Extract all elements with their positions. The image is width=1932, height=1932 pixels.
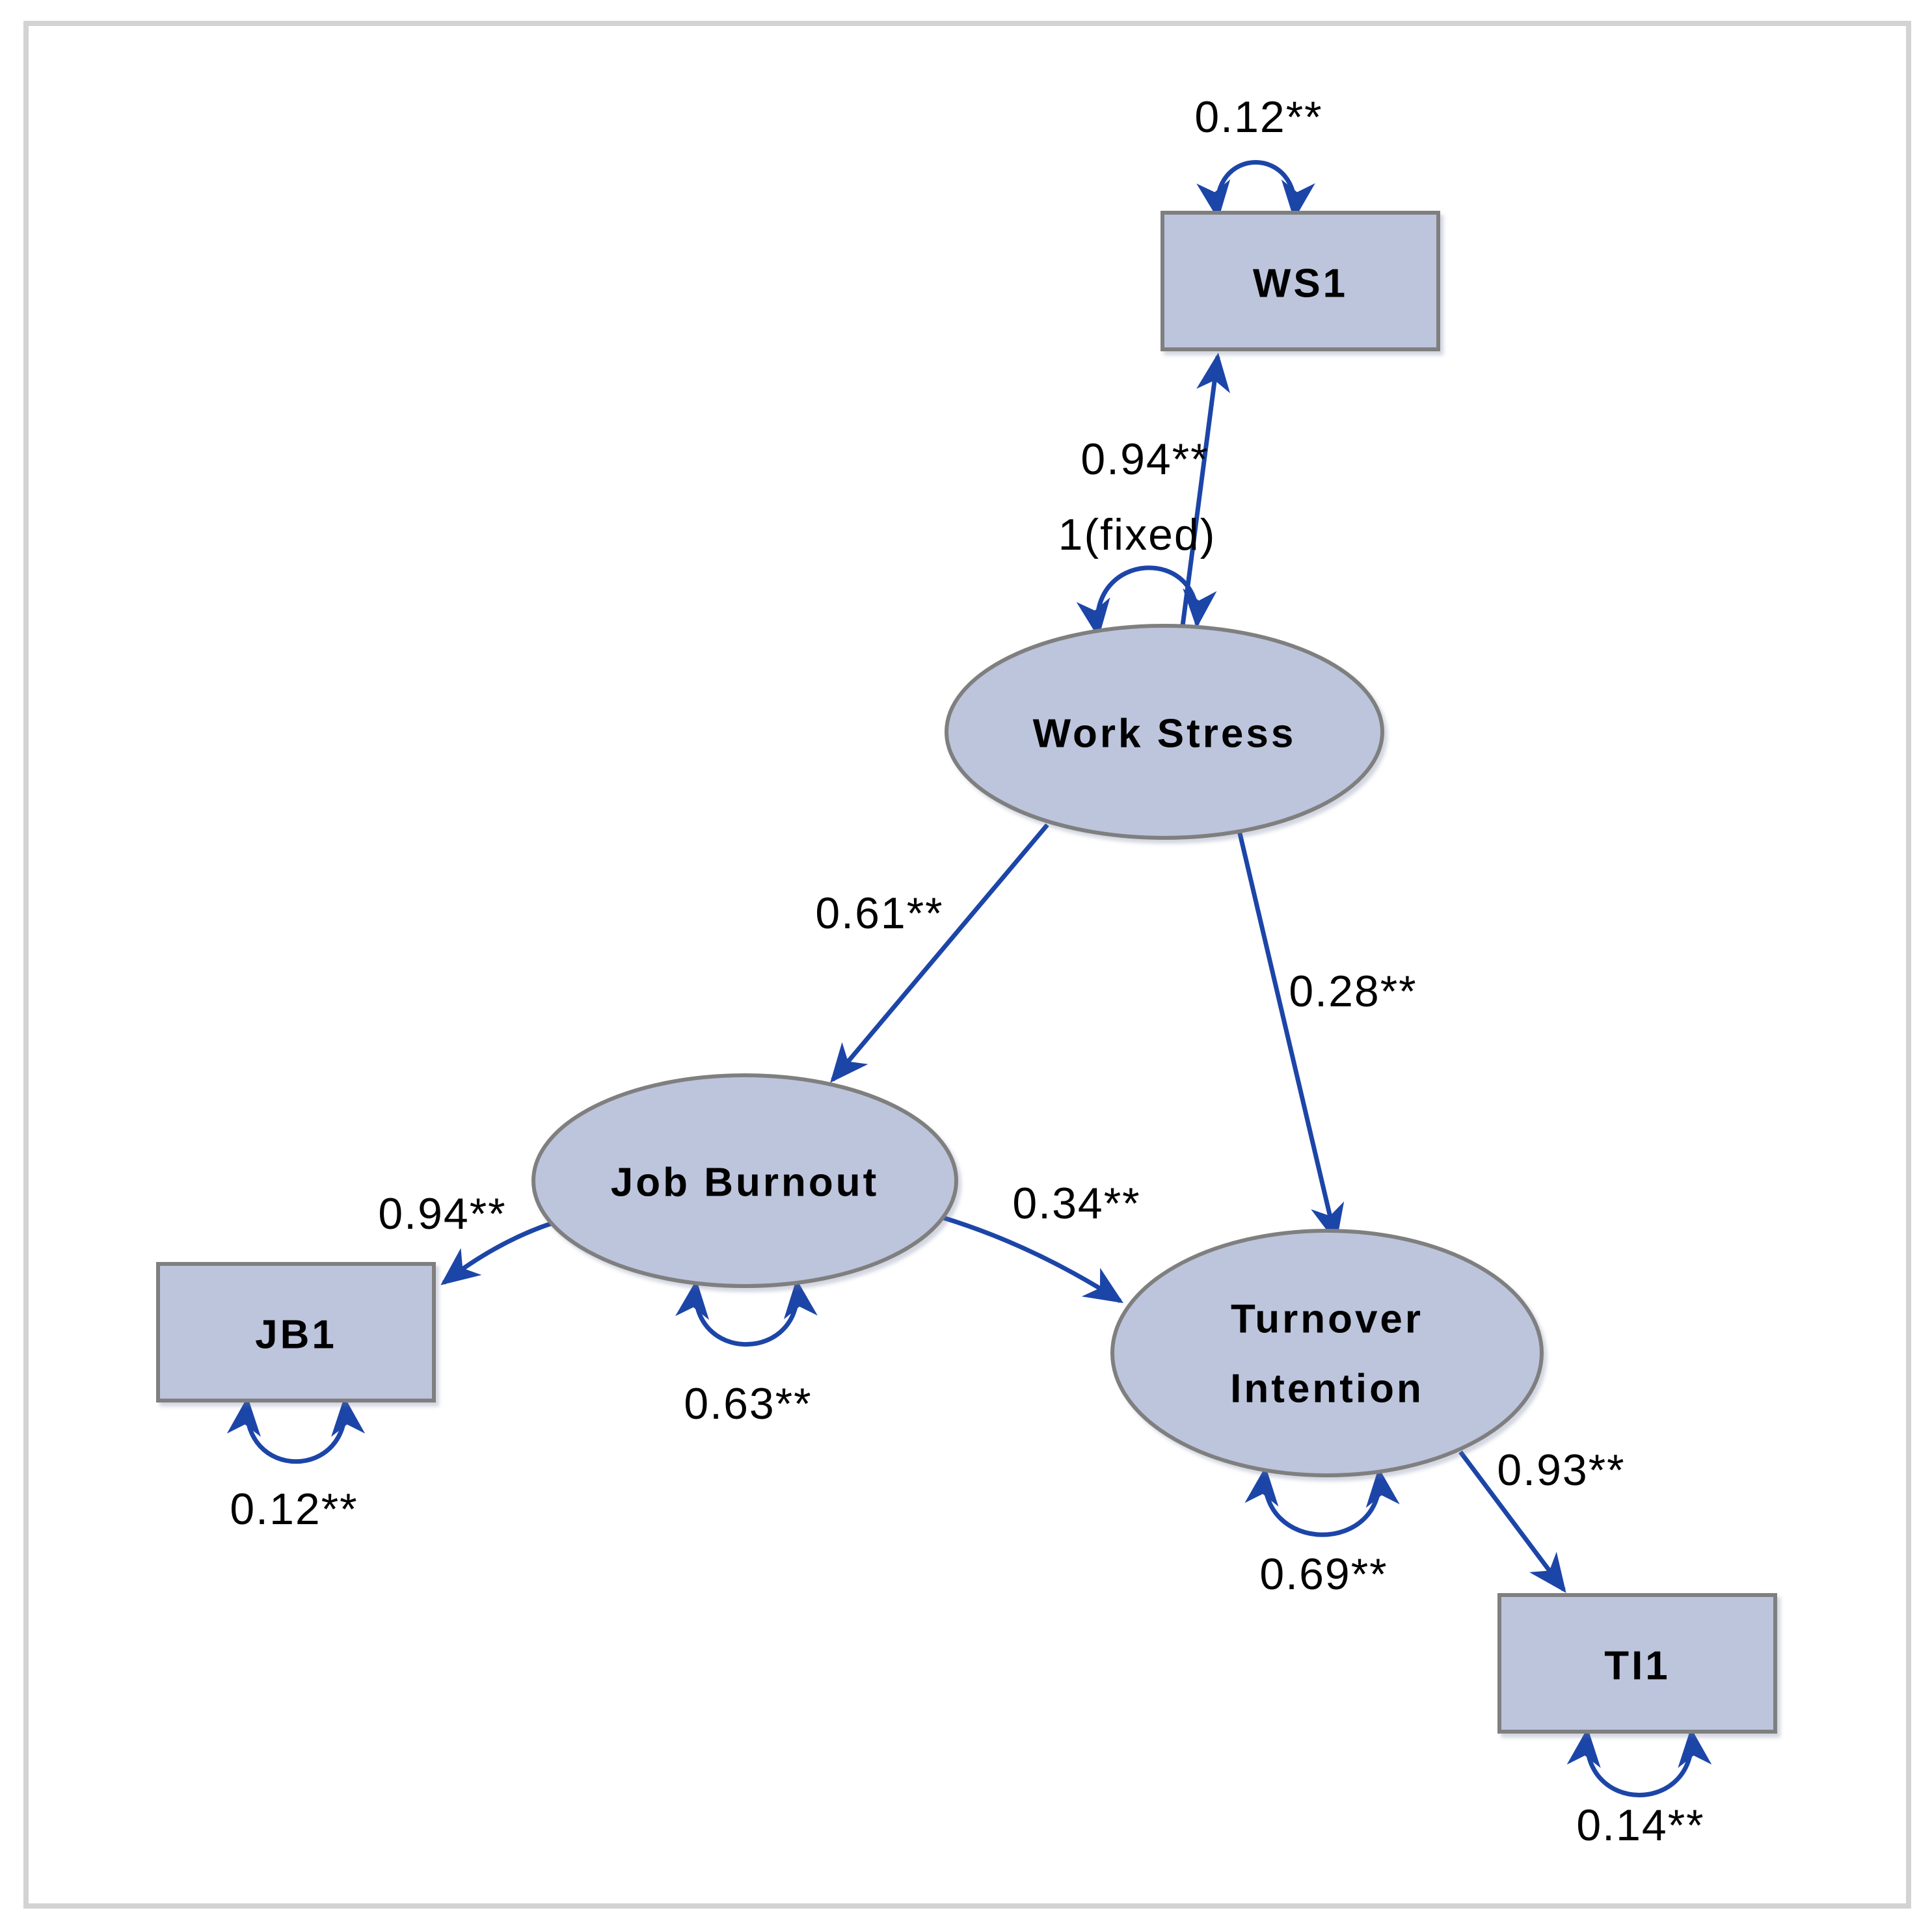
path-arrow-work-stress-to-job-burnout xyxy=(830,823,1049,1083)
figure-frame-border xyxy=(23,21,1911,1909)
variance-loop-ws1 xyxy=(1196,160,1315,220)
weight-label-work-stress-to-turnover-intention: 0.28** xyxy=(1289,967,1417,1016)
path-arrow-job-burnout-to-jb1 xyxy=(440,1220,554,1285)
latent-turnover-intention-label-line1: Turnover xyxy=(1231,1297,1423,1342)
weight-label-work-stress-to-job-burnout: 0.61** xyxy=(815,889,943,938)
path-arrow-work-stress-to-turnover-intention xyxy=(1237,830,1345,1243)
path-arrow-turnover-intention-to-ti1 xyxy=(1458,1450,1566,1593)
latent-work-stress-label: Work Stress xyxy=(1033,712,1296,757)
variance-label-job-burnout: 0.63** xyxy=(684,1379,812,1429)
path-arrow-job-burnout-to-turnover-intention xyxy=(942,1215,1124,1304)
weight-label-job-burnout-to-jb1: 0.94** xyxy=(378,1189,506,1239)
latent-job-burnout-ellipse xyxy=(531,1073,958,1288)
variance-loop-work-stress xyxy=(1076,565,1217,638)
variance-loop-job-burnout xyxy=(675,1279,818,1347)
latent-job-burnout-label: Job Burnout xyxy=(611,1161,879,1205)
observed-ti1-box xyxy=(1497,1593,1777,1734)
observed-ws1-label: WS1 xyxy=(1253,262,1348,306)
weight-label-job-burnout-to-turnover-intention: 0.34** xyxy=(1012,1179,1140,1228)
latent-turnover-intention-label-line2: Intention xyxy=(1230,1367,1424,1412)
latent-turnover-intention-ellipse xyxy=(1110,1229,1544,1477)
observed-ti1-label: TI1 xyxy=(1604,1644,1670,1689)
observed-ws1-box xyxy=(1161,211,1440,351)
weight-label-work-stress-to-ws1: 0.94** xyxy=(1080,435,1209,484)
variance-label-turnover-intention: 0.69** xyxy=(1259,1550,1388,1599)
observed-jb1-box xyxy=(156,1262,436,1402)
variance-loop-jb1 xyxy=(226,1397,366,1464)
latent-work-stress-ellipse xyxy=(945,624,1384,840)
variance-label-ti1: 0.14** xyxy=(1576,1801,1704,1850)
observed-jb1-label: JB1 xyxy=(255,1313,337,1358)
variance-label-jb1: 0.12** xyxy=(230,1484,358,1534)
path-arrow-work-stress-to-ws1 xyxy=(1180,353,1231,626)
variance-label-work-stress: 1(fixed) xyxy=(1058,510,1216,559)
weight-label-turnover-intention-to-ti1: 0.93** xyxy=(1497,1445,1625,1495)
variance-loop-ti1 xyxy=(1566,1728,1712,1797)
variance-loop-turnover-intention xyxy=(1244,1466,1400,1537)
variance-label-ws1: 0.12** xyxy=(1194,92,1322,142)
